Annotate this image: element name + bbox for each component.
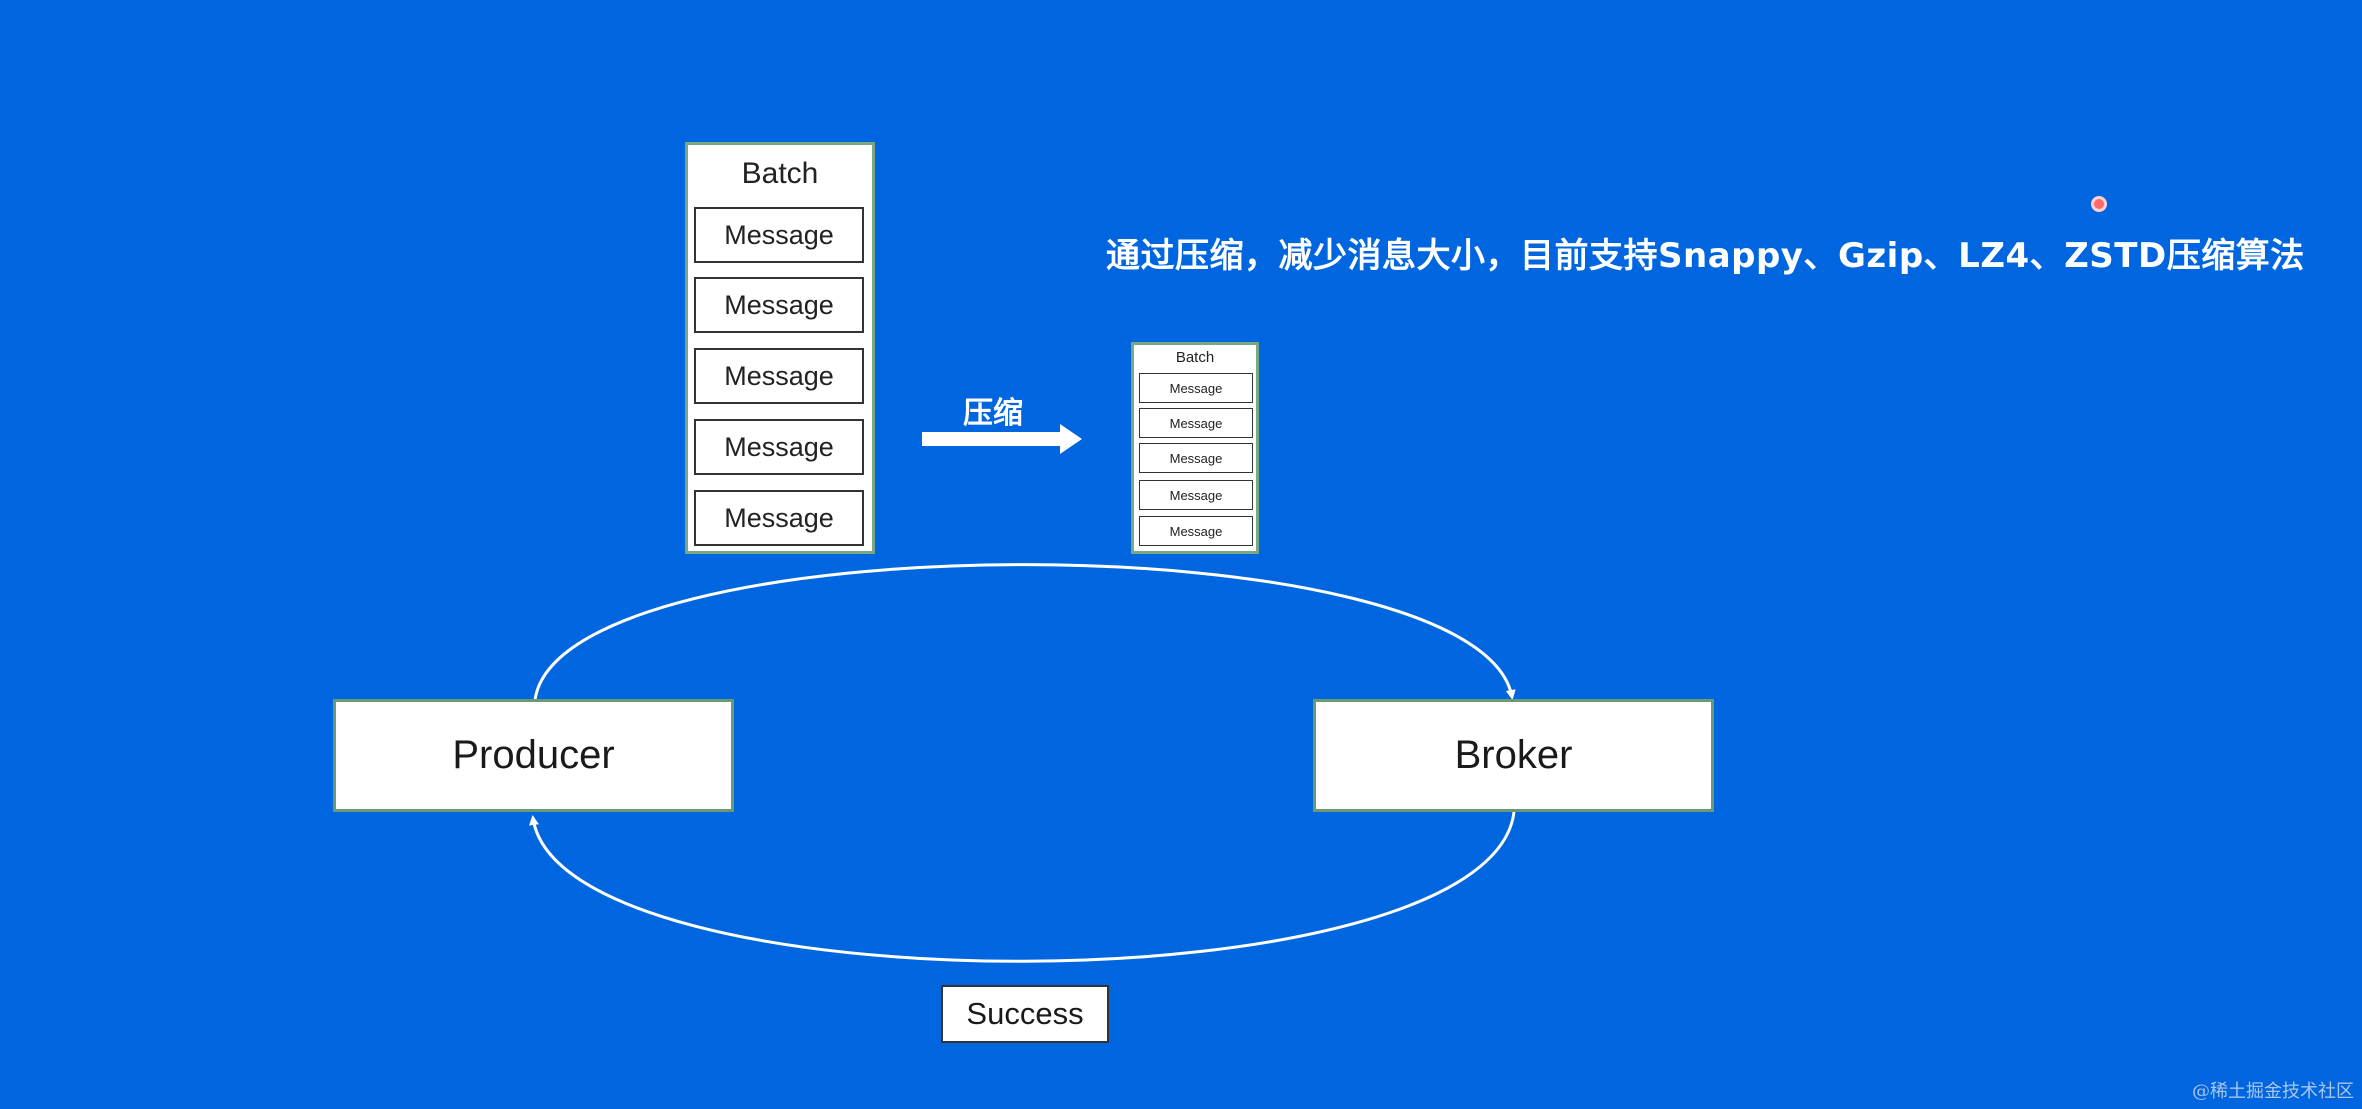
batch-compressed-message-4: Message xyxy=(1139,480,1253,510)
ack-arc xyxy=(529,811,1516,963)
batch-compressed-message-3: Message xyxy=(1139,443,1253,473)
batch-original-message-1: Message xyxy=(694,207,864,263)
batch-compressed-message-2: Message xyxy=(1139,408,1253,438)
batch-compressed: Batch Message Message Message Message Me… xyxy=(1131,342,1259,554)
batch-original-message-2: Message xyxy=(694,277,864,333)
batch-original-message-3: Message xyxy=(694,348,864,404)
producer-node: Producer xyxy=(333,699,734,812)
broker-label: Broker xyxy=(1454,733,1573,777)
batch-compressed-message-1: Message xyxy=(1139,373,1253,403)
batch-compressed-message-5: Message xyxy=(1139,516,1253,546)
producer-label: Producer xyxy=(452,733,615,777)
batch-original-message-5: Message xyxy=(694,490,864,546)
compress-label: 压缩 xyxy=(963,396,1023,431)
watermark: @稀土掘金技术社区 xyxy=(2192,1081,2354,1102)
description-caption: 通过压缩，减少消息大小，目前支持Snappy、Gzip、LZ4、ZSTD压缩算法 xyxy=(1106,236,2305,276)
batch-original: Batch Message Message Message Message Me… xyxy=(685,142,875,554)
success-label: Success xyxy=(966,996,1084,1031)
broker-node: Broker xyxy=(1313,699,1714,812)
batch-original-message-4: Message xyxy=(694,419,864,475)
cursor-indicator-icon xyxy=(2091,196,2107,212)
batch-compressed-title: Batch xyxy=(1175,349,1215,366)
compress-arrow xyxy=(922,424,1082,454)
send-arc xyxy=(533,563,1516,701)
batch-original-title: Batch xyxy=(741,157,819,190)
success-box: Success xyxy=(941,985,1109,1043)
